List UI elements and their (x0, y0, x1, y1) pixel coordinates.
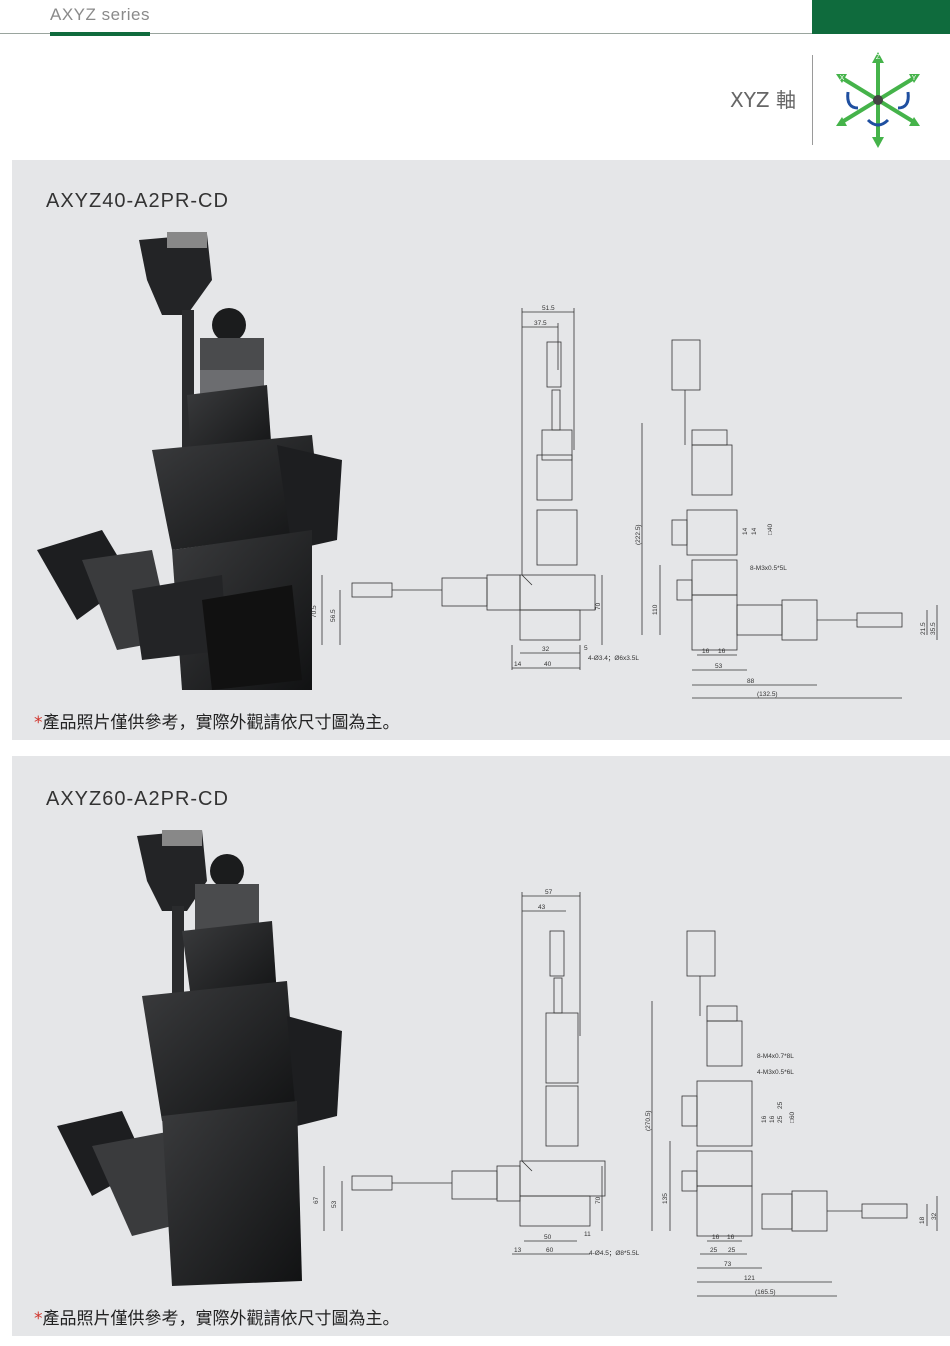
dim-label: 135 (662, 1193, 669, 1204)
product-panel-axyz60: AXYZ60-A2PR-CD (12, 756, 950, 1336)
dim-label: 70 (595, 602, 602, 610)
dimension-drawing-front: (270.5) 135 8-M4x0.7*8L 4-M3x0.5*6L 16 1… (645, 930, 938, 1297)
dim-label: 4-M3x0.5*6L (757, 1069, 794, 1076)
dim-label: 16 (712, 1234, 720, 1241)
product-title: AXYZ40-A2PR-CD (46, 190, 229, 212)
note-asterisk: * (34, 1309, 43, 1329)
product-photo (57, 830, 342, 1286)
dim-label: 16 (727, 1234, 735, 1241)
dim-label: 53 (331, 1200, 338, 1208)
axis-icon-z: Z (876, 54, 881, 61)
dim-label: 16 (718, 648, 726, 655)
note-text: 產品照片僅供參考，實際外觀請依尺寸圖為主。 (42, 713, 400, 733)
dim-label: 16 (761, 1115, 768, 1123)
dim-label: 60 (546, 1247, 554, 1254)
dim-label: 13 (514, 1247, 522, 1254)
dim-label: 88 (747, 678, 755, 685)
dim-label: 21.5 (920, 622, 927, 635)
dim-label: 110 (652, 604, 659, 615)
dim-label: 37.5 (534, 320, 547, 327)
dim-label: 70 (595, 1196, 602, 1204)
disclaimer-note: *產品照片僅供參考，實際外觀請依尺寸圖為主。 (34, 1304, 400, 1329)
xyz-axis-icon: Z X Y (836, 52, 920, 148)
dim-label: 57 (545, 889, 553, 896)
dim-label: 14 (514, 661, 522, 668)
dim-label: (132.5) (757, 691, 778, 698)
dim-label: (165.5) (755, 1289, 776, 1296)
dim-label: 40 (544, 661, 552, 668)
header-rule (0, 33, 950, 34)
dim-label: □60 (789, 1111, 796, 1123)
dim-label: 53 (715, 663, 723, 670)
dim-label: 67 (313, 1196, 320, 1204)
series-underline (50, 32, 150, 36)
hole-note: 4-Ø4.5；Ø8*5.5L (589, 1250, 640, 1257)
note-asterisk: * (34, 713, 43, 733)
series-label: AXYZ series (50, 5, 150, 24)
hole-note: 4-Ø3.4；Ø6x3.5L (588, 655, 639, 662)
dim-label: 14 (742, 527, 749, 535)
product-title: AXYZ60-A2PR-CD (46, 788, 229, 810)
dim-label: 25 (728, 1247, 736, 1254)
dim-label: 8-M3x0.5*5L (750, 565, 787, 572)
dim-label: □40 (767, 523, 774, 535)
dim-label: 5 (584, 645, 588, 652)
dim-label: 121 (744, 1275, 755, 1282)
dim-label: 25 (710, 1247, 718, 1254)
product-photo (37, 232, 342, 690)
product-panel-axyz40: AXYZ40-A2PR-CD (12, 160, 950, 740)
dim-label: 16 (769, 1115, 776, 1123)
dim-label: 73 (724, 1261, 732, 1268)
dim-label: 50 (544, 1234, 552, 1241)
dim-label: 70.5 (311, 605, 318, 618)
dimension-drawing-side: 57 43 67 53 70 50 13 60 11 4-Ø4.5；Ø8*5.5… (313, 889, 640, 1257)
dim-label: 56.5 (330, 609, 337, 622)
dim-label: 14 (751, 527, 758, 535)
dim-label: 32 (542, 646, 550, 653)
axis-icon-y: Y (912, 75, 917, 82)
dimension-drawing-front: (270.5) (222.5) 110 14 14 □40 8-M3x0.5*5… (635, 339, 938, 699)
dim-label: 25 (777, 1101, 784, 1109)
axis-icon-x: X (840, 75, 845, 82)
dim-label: 32 (931, 1212, 938, 1220)
dim-label: 35.5 (930, 622, 937, 635)
dim-label: (222.5) (635, 524, 642, 545)
axis-label: XYZ 軸 (730, 88, 796, 112)
dim-label: 25 (777, 1115, 784, 1123)
axis-divider (812, 55, 813, 145)
dim-label: 18 (919, 1216, 926, 1224)
dim-label: 16 (702, 648, 710, 655)
note-text: 產品照片僅供參考，實際外觀請依尺寸圖為主。 (42, 1309, 400, 1329)
dim-label: (270.5) (645, 1110, 652, 1131)
dimension-drawing-side: 51.5 37.5 70.5 56.5 70 32 14 40 5 4-Ø3.4… (311, 305, 639, 670)
dim-label: 43 (538, 904, 546, 911)
header-accent-block (812, 0, 950, 34)
dim-label: 11 (584, 1231, 591, 1238)
disclaimer-note: *產品照片僅供參考，實際外觀請依尺寸圖為主。 (34, 708, 400, 733)
dim-label: 51.5 (542, 305, 555, 312)
dim-label: 8-M4x0.7*8L (757, 1053, 794, 1060)
